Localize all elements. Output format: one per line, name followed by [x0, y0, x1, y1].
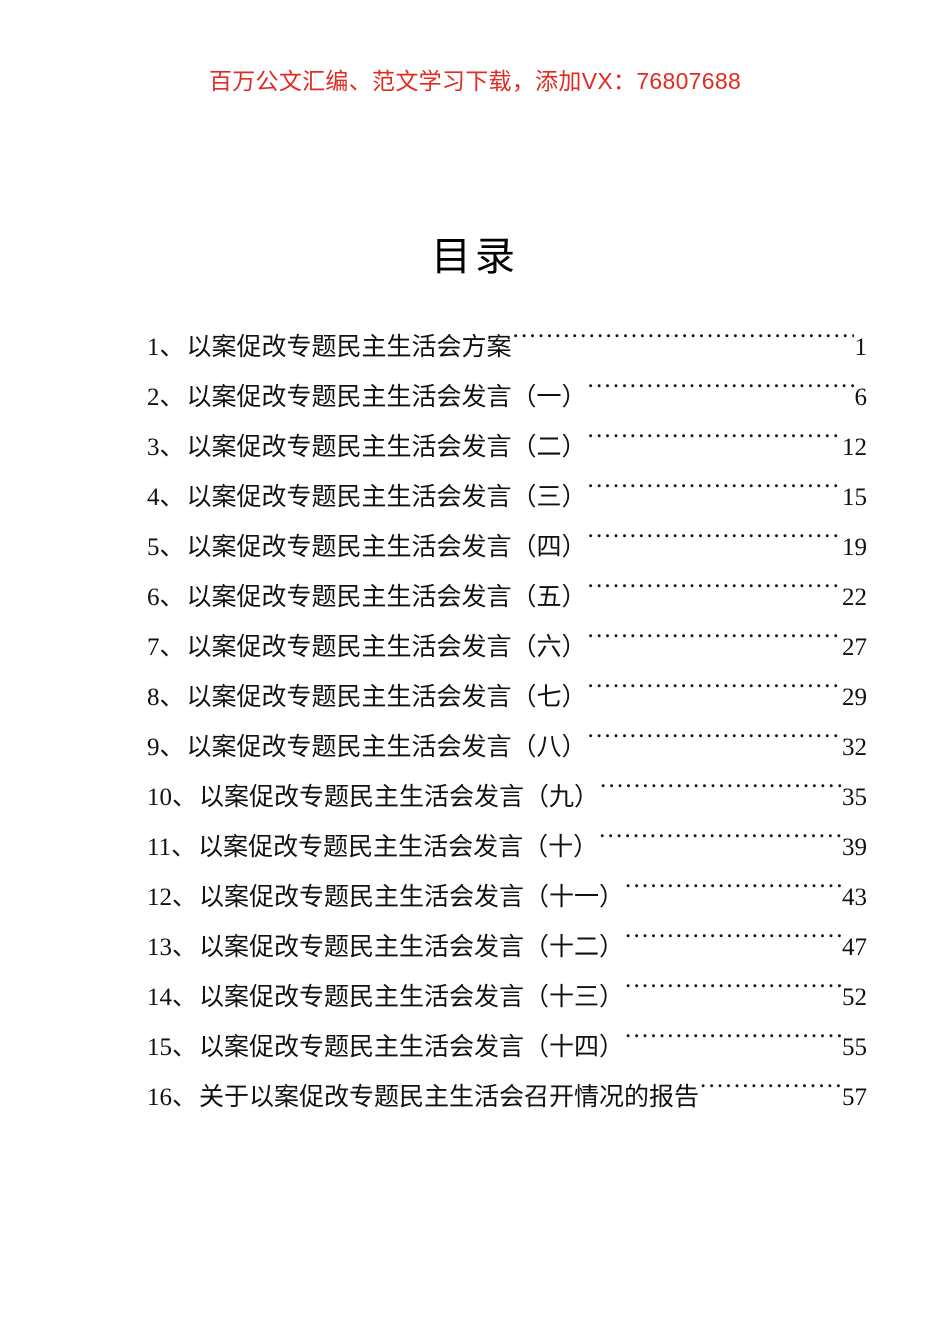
toc-entry[interactable]: 16、关于以案促改专题民主生活会召开情况的报告 57: [147, 1072, 867, 1122]
toc-dot-leader: [588, 529, 841, 555]
toc-entry-number: 1: [147, 334, 160, 361]
toc-entry[interactable]: 15、以案促改专题民主生活会发言（十四） 55: [147, 1022, 867, 1072]
toc-entry-page-number: 57: [842, 1084, 867, 1111]
toc-entry-separator: 、: [159, 433, 185, 461]
toc-entry-label: 以案促改专题民主生活会发言（十一）: [199, 883, 625, 911]
toc-entry-number: 7: [147, 634, 160, 661]
page-title: 目录: [431, 235, 519, 279]
toc-entry-page-number: 27: [842, 634, 867, 661]
toc-entry-separator: 、: [172, 783, 198, 811]
toc-entry-page-number: 55: [842, 1034, 867, 1061]
toc-entry-page-number: 29: [842, 684, 867, 711]
toc-entry-page-number: 6: [854, 384, 868, 411]
toc-dot-leader: [588, 729, 841, 755]
toc-dot-leader: [588, 629, 841, 655]
toc-entry[interactable]: 3、以案促改专题民主生活会发言（二） 12: [147, 422, 867, 472]
toc-entry-label: 关于以案促改专题民主生活会召开情况的报告: [199, 1083, 700, 1111]
toc-dot-leader: [625, 1029, 841, 1055]
toc-dot-leader: [588, 579, 841, 605]
toc-entry[interactable]: 1、以案促改专题民主生活会方案1: [147, 322, 867, 372]
toc-entry-number: 12: [147, 884, 172, 911]
toc-dot-leader: [600, 779, 841, 805]
toc-entry-separator: 、: [172, 1083, 198, 1111]
toc-entry-label: 以案促改专题民主生活会发言（七）: [186, 683, 587, 711]
toc-dot-leader: [625, 979, 841, 1005]
toc-dot-leader: [588, 379, 854, 405]
toc-dot-leader: [588, 679, 841, 705]
toc-entry-page-number: 19: [842, 534, 867, 561]
toc-entry-label: 以案促改专题民主生活会发言（十二）: [199, 933, 625, 961]
toc-entry-label: 以案促改专题民主生活会发言（一）: [186, 383, 587, 411]
toc-entry[interactable]: 8、以案促改专题民主生活会发言（七） 29: [147, 672, 867, 722]
toc-entry[interactable]: 7、以案促改专题民主生活会发言（六） 27: [147, 622, 867, 672]
toc-entry-separator: 、: [159, 683, 185, 711]
toc-entry[interactable]: 14、以案促改专题民主生活会发言（十三） 52: [147, 972, 867, 1022]
toc-entry-number: 6: [147, 584, 160, 611]
toc-entry-label: 以案促改专题民主生活会发言（二）: [186, 433, 587, 461]
toc-entry-page-number: 1: [854, 334, 868, 361]
toc-entry[interactable]: 12、以案促改专题民主生活会发言（十一） 43: [147, 872, 867, 922]
toc-entry-number: 13: [147, 934, 172, 961]
toc-entry-separator: 、: [172, 1033, 198, 1061]
toc-entry-label: 以案促改专题民主生活会发言（四）: [186, 533, 587, 561]
toc-entry-number: 9: [147, 734, 160, 761]
toc-entry-separator: 、: [172, 883, 198, 911]
toc-entry-separator: 、: [159, 333, 185, 361]
toc-entry-page-number: 32: [842, 734, 867, 761]
toc-entry-page-number: 39: [842, 834, 867, 861]
toc-dot-leader: [700, 1079, 841, 1105]
toc-entry-number: 14: [147, 984, 172, 1011]
toc-entry[interactable]: 10、以案促改专题民主生活会发言（九） 35: [147, 772, 867, 822]
toc-entry-page-number: 47: [842, 934, 867, 961]
toc-entry-label: 以案促改专题民主生活会发言（八）: [186, 733, 587, 761]
toc-entry-number: 8: [147, 684, 160, 711]
toc-entry-number: 16: [147, 1084, 172, 1111]
toc-dot-leader: [625, 879, 841, 905]
toc-entry-separator: 、: [159, 533, 185, 561]
toc-dot-leader: [513, 329, 854, 355]
toc-entry-page-number: 15: [842, 484, 867, 511]
toc-entry-label: 以案促改专题民主生活会方案: [186, 333, 512, 361]
toc-dot-leader: [588, 429, 841, 455]
toc-entry-number: 2: [147, 384, 160, 411]
toc-entry-number: 11: [147, 834, 172, 861]
toc-entry-number: 15: [147, 1034, 172, 1061]
toc-entry-page-number: 22: [842, 584, 867, 611]
promo-header-text: 百万公文汇编、范文学习下载，添加VX：76807688: [208, 68, 742, 94]
toc-entry[interactable]: 5、以案促改专题民主生活会发言（四） 19: [147, 522, 867, 572]
toc-entry-separator: 、: [159, 483, 185, 511]
toc-dot-leader: [625, 929, 841, 955]
toc-entry-page-number: 12: [842, 434, 867, 461]
toc-entry-label: 以案促改专题民主生活会发言（三）: [186, 483, 587, 511]
toc-entry-number: 5: [147, 534, 160, 561]
toc-entry-label: 以案促改专题民主生活会发言（十三）: [199, 983, 625, 1011]
toc-entry[interactable]: 13、以案促改专题民主生活会发言（十二） 47: [147, 922, 867, 972]
toc-entry-page-number: 43: [842, 884, 867, 911]
toc-entry-label: 以案促改专题民主生活会发言（十四）: [199, 1033, 625, 1061]
toc-entry-separator: 、: [159, 733, 185, 761]
toc-entry-separator: 、: [171, 833, 197, 861]
toc-entry-separator: 、: [172, 933, 198, 961]
toc-entry-separator: 、: [159, 383, 185, 411]
toc-entry-separator: 、: [159, 583, 185, 611]
toc-entry[interactable]: 11、以案促改专题民主生活会发言（十） 39: [147, 822, 867, 872]
toc-entry-page-number: 52: [842, 984, 867, 1011]
toc-dot-leader: [599, 829, 841, 855]
toc-entry[interactable]: 6、以案促改专题民主生活会发言（五） 22: [147, 572, 867, 622]
toc-entry-number: 10: [147, 784, 172, 811]
toc-entry[interactable]: 4、以案促改专题民主生活会发言（三） 15: [147, 472, 867, 522]
toc-entry-label: 以案促改专题民主生活会发言（九）: [199, 783, 600, 811]
toc-entry-separator: 、: [172, 983, 198, 1011]
toc-entry-page-number: 35: [842, 784, 867, 811]
toc-entry-label: 以案促改专题民主生活会发言（六）: [186, 633, 587, 661]
table-of-contents: 1、以案促改专题民主生活会方案12、以案促改专题民主生活会发言（一）63、以案促…: [147, 322, 867, 1122]
toc-entry-label: 以案促改专题民主生活会发言（十）: [198, 833, 599, 861]
toc-entry[interactable]: 9、以案促改专题民主生活会发言（八） 32: [147, 722, 867, 772]
toc-dot-leader: [588, 479, 841, 505]
toc-entry-label: 以案促改专题民主生活会发言（五）: [186, 583, 587, 611]
toc-entry-number: 3: [147, 434, 160, 461]
toc-entry-number: 4: [147, 484, 160, 511]
toc-entry[interactable]: 2、以案促改专题民主生活会发言（一） 6: [147, 372, 867, 422]
toc-entry-separator: 、: [159, 633, 185, 661]
